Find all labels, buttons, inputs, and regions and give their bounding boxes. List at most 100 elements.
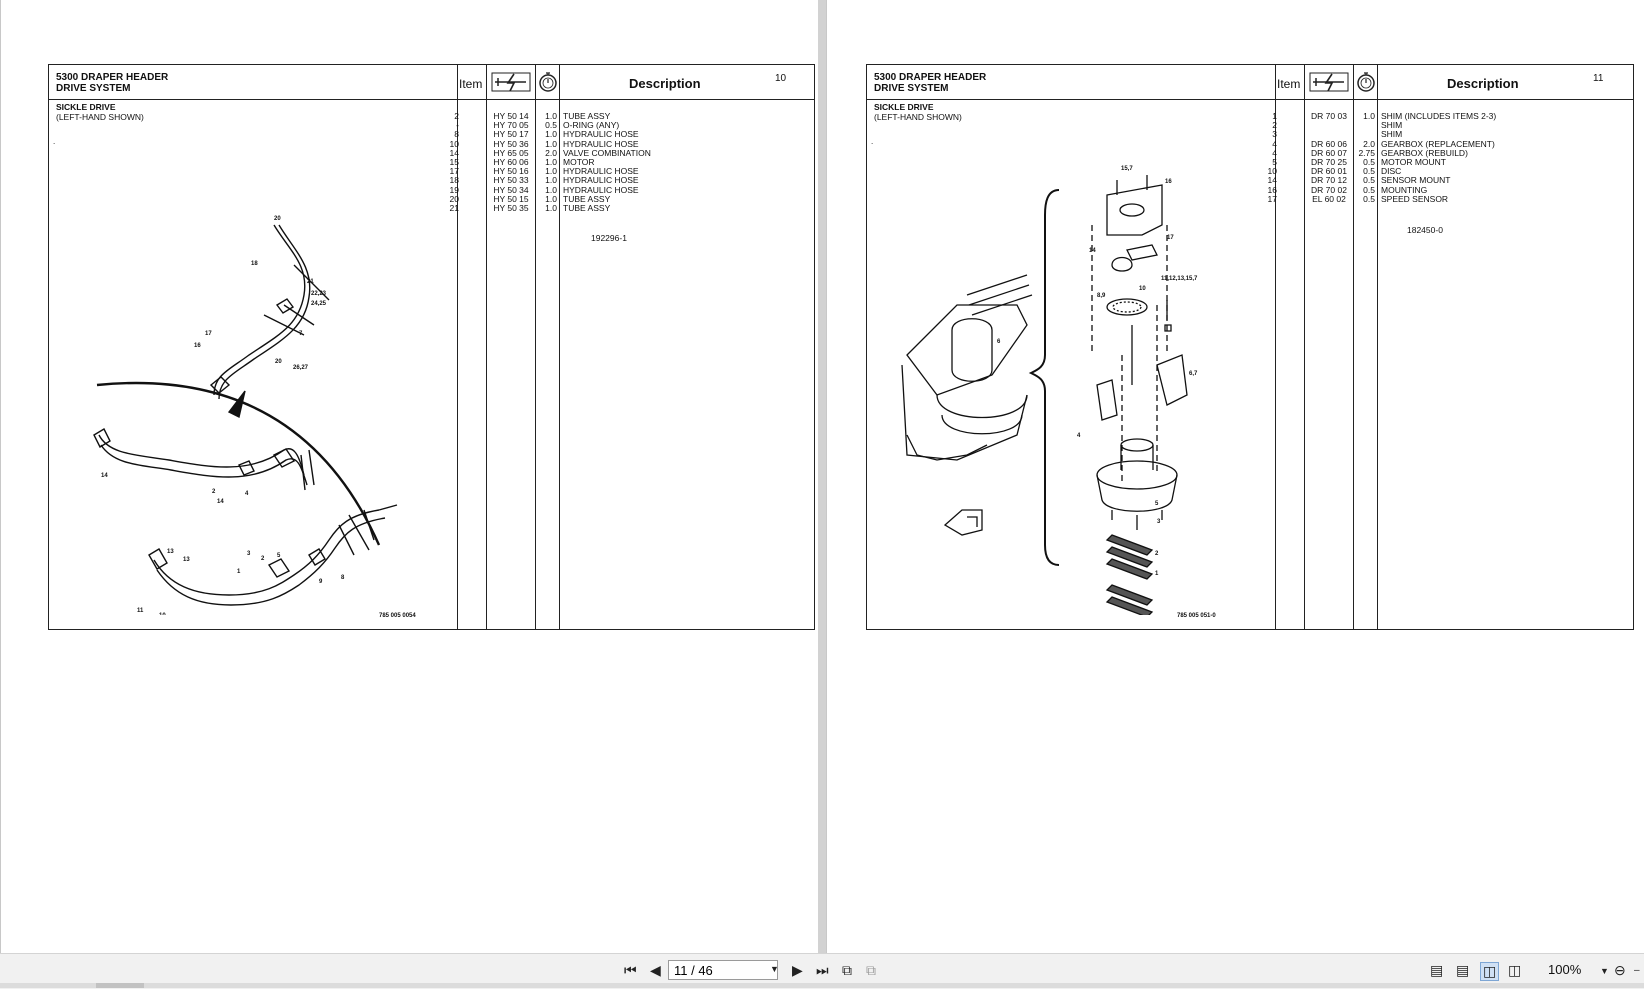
reference-number: 192296-1 [591,233,627,243]
page-number: 11 [1593,73,1604,84]
callout-label: 26,27 [293,365,309,371]
first-page-icon[interactable]: ⏮ [624,962,637,978]
last-page-icon[interactable]: ⏭ [816,962,829,978]
callout-label: 2 [261,556,265,562]
two-page-view-icon[interactable]: ◫ [1480,962,1500,981]
callout-label: 14 [1089,248,1096,254]
parts-sheet: 5300 DRAPER HEADER DRIVE SYSTEM SICKLE D… [866,64,1634,630]
table-row: 21 HY 50 35 1.0 TUBE ASSY [449,202,611,213]
table-row: 20 HY 50 15 1.0 TUBE ASSY [449,193,611,204]
callout-label: 10 [1139,286,1146,292]
horizontal-scrollbar[interactable] [0,983,1644,988]
table-row: 2 SHIM [1272,120,1403,131]
callout-label: 5 [277,553,281,559]
scrollbar-thumb[interactable] [96,983,144,988]
table-row: 16 DR 70 02 0.5 MOUNTING [1267,184,1428,195]
callout-label: 7 [299,331,303,337]
callout-label: 17 [1167,235,1174,241]
hose-assembly-drawing: 20 18 21 22,23 24,25 7 17 16 20 26,27 14… [93,216,398,615]
table-row: 19 HY 50 34 1.0 HYDRAULIC HOSE [449,184,639,195]
reference-number: 182450-0 [1407,225,1443,235]
table-row: 10 DR 60 01 0.5 DISC [1267,166,1402,177]
gearbox-exploded-drawing: 15,7 16 17 14 10 8,9 11,12,13,15,7 6,7 6… [901,166,1198,615]
callout-label: 4 [1077,433,1081,439]
continuous-view-icon[interactable]: ▤ [1456,962,1470,978]
zoom-dropdown-chevron-icon[interactable]: ▼ [1600,966,1609,976]
page-title: 5300 DRAPER HEADER DRIVE SYSTEM [56,72,169,94]
table-row: - HY 70 05 0.5 O-RING (ANY) [456,120,620,131]
callout-label: 4 [245,491,249,497]
table-row: 8 HY 50 17 1.0 HYDRAULIC HOSE [454,129,639,140]
item-column-header: Item [1277,77,1301,91]
callout-label: 14 [217,499,224,505]
table-row: 5 DR 70 25 0.5 MOTOR MOUNT [1272,156,1447,167]
callout-label: 10 [159,613,166,615]
callout-label: 14 [101,473,108,479]
callout-label: 3 [247,551,251,557]
single-page-view-icon[interactable]: ▤ [1430,962,1444,978]
table-row: 4 DR 60 06 2.0 GEARBOX (REPLACEMENT) [1272,138,1495,149]
wrench-lightning-icon [491,72,531,92]
table-row: 14 HY 65 05 2.0 VALVE COMBINATION [449,147,651,158]
table-row: 18 HY 50 33 1.0 HYDRAULIC HOSE [449,175,639,186]
parts-sheet: 5300 DRAPER HEADER DRIVE SYSTEM SICKLE D… [48,64,815,630]
page-title: 5300 DRAPER HEADER DRIVE SYSTEM [874,72,987,94]
header-divider [867,99,1633,100]
callout-label: 6 [997,339,1001,345]
table-row: 17 EL 60 02 0.5 SPEED SENSOR [1267,193,1449,204]
page-gutter [818,0,826,953]
table-row: 1 DR 70 03 1.0 SHIM (INCLUDES ITEMS 2-3) [1272,111,1497,121]
zoom-level[interactable]: 100% [1548,962,1582,977]
stopwatch-icon [539,72,557,92]
callout-label: 17 [205,331,212,337]
section-heading: SICKLE DRIVE (LEFT-HAND SHOWN) [56,102,144,122]
callout-label: 13 [167,549,174,555]
callout-label: 2 [212,489,216,495]
document-page-right: 5300 DRAPER HEADER DRIVE SYSTEM SICKLE D… [826,0,1644,953]
document-page-left: 5300 DRAPER HEADER DRIVE SYSTEM SICKLE D… [0,0,819,953]
callout-label: 8,9 [1097,293,1106,299]
callout-label: 9 [319,579,323,585]
callout-label: 18 [251,261,258,267]
parts-list: 1 DR 70 03 1.0 SHIM (INCLUDES ITEMS 2-3)… [867,111,1633,204]
callout-label: 3 [1157,519,1161,525]
table-row: 2 HY 50 14 1.0 TUBE ASSY [454,111,611,121]
callout-label: 8 [341,575,345,581]
callout-label: 11,12,13,15,7 [1161,276,1198,282]
copy-page-icon[interactable]: ⧉ [842,962,852,978]
description-column-header: Description [1447,76,1519,91]
callout-label: 1 [1155,571,1159,577]
table-row: 4 DR 60 07 2.75 GEARBOX (REBUILD) [1272,147,1468,158]
callout-label: 16 [194,343,201,349]
zoom-out-icon[interactable]: ⊖ [1614,962,1626,978]
callout-label: 5 [1155,501,1159,507]
paste-page-icon[interactable]: ⧉ [866,962,876,978]
callout-label: 20 [274,216,281,222]
zoom-in-icon[interactable]: – [1634,965,1640,976]
callout-label: 16 [1165,179,1172,185]
prev-page-icon[interactable]: ◀ [650,962,661,978]
callout-label: 2 [1155,551,1159,557]
figure-number: 785 005 0054 [379,613,416,619]
callout-label: 20 [275,359,282,365]
callout-label: 21 [307,279,314,285]
page-number: 10 [775,73,787,84]
callout-label: 24,25 [311,301,327,307]
figure-number: 785 005 051-0 [1177,613,1216,619]
next-page-icon[interactable]: ▶ [792,962,803,978]
two-page-continuous-view-icon[interactable]: ◫ [1508,962,1522,978]
callout-label: 6,7 [1189,371,1198,377]
callout-label: 15,7 [1121,166,1133,172]
table-row: 15 HY 60 06 1.0 MOTOR [449,156,595,167]
page-number-input[interactable] [668,960,778,980]
parts-list: 2 HY 50 14 1.0 TUBE ASSY - HY 70 05 0.5 … [49,111,814,213]
callout-label: 22,23 [311,291,327,297]
header-divider [49,99,814,100]
table-row: 14 DR 70 12 0.5 SENSOR MOUNT [1267,175,1451,186]
table-row: 10 HY 50 36 1.0 HYDRAULIC HOSE [449,138,639,149]
page-dropdown-chevron-icon[interactable]: ▼ [770,964,779,974]
callout-label: 1 [237,569,241,575]
wrench-lightning-icon [1309,72,1349,92]
stopwatch-icon [1357,72,1375,92]
callout-label: 11 [137,608,144,614]
